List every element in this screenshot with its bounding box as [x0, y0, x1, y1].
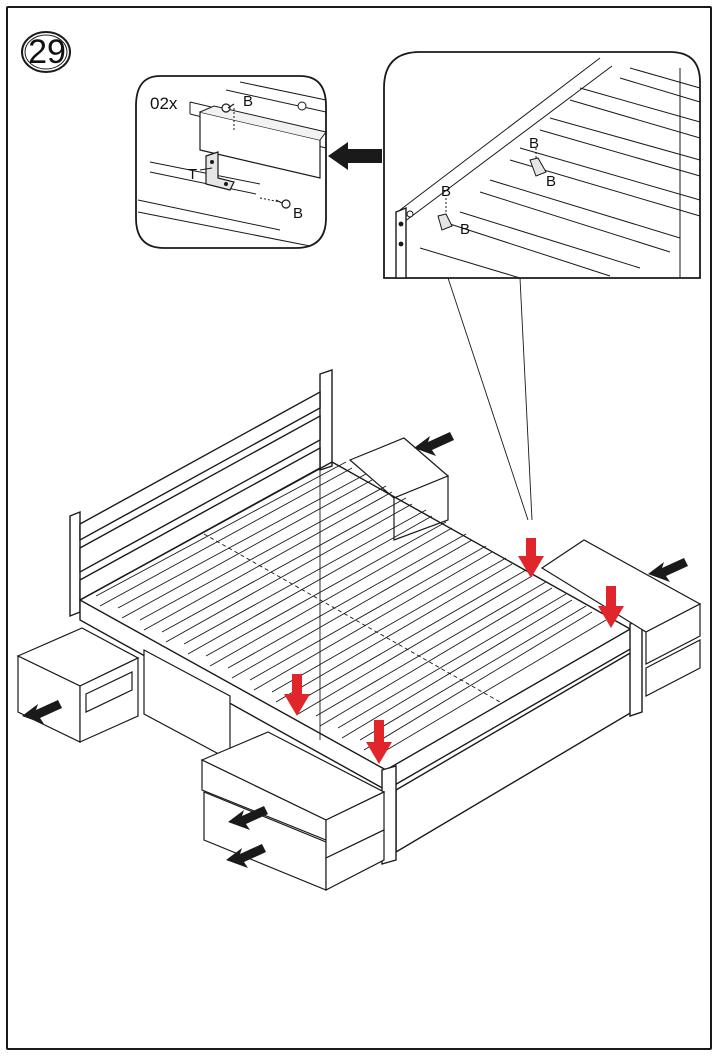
bed-slats — [95, 461, 607, 755]
black-arrow-icon — [22, 432, 688, 868]
label-bracket-t: T — [188, 166, 198, 183]
label-screw-b-bottom: B — [293, 205, 304, 222]
label-b-right-3: B — [441, 183, 452, 200]
page-border — [6, 6, 712, 1050]
detail-quantity: 02x — [150, 94, 178, 113]
black-arrow-icon — [328, 142, 382, 170]
label-b-right-2: B — [546, 173, 557, 190]
detail-bubble-left — [135, 75, 327, 249]
headboard — [69, 369, 333, 618]
bed-frame — [79, 461, 643, 865]
step-number-badge — [21, 31, 71, 73]
screw-icon — [221, 103, 291, 209]
step-number: 29 — [28, 33, 66, 71]
label-b-right-1: B — [529, 135, 540, 152]
label-screw-b-top: B — [243, 93, 254, 110]
nightstand-left — [16, 627, 140, 743]
label-b-right-4: B — [460, 221, 471, 238]
red-down-arrow-icon — [284, 538, 624, 764]
detail-bubble-right — [383, 51, 701, 279]
front-drawers — [200, 731, 386, 891]
nightstand-right — [348, 437, 450, 541]
